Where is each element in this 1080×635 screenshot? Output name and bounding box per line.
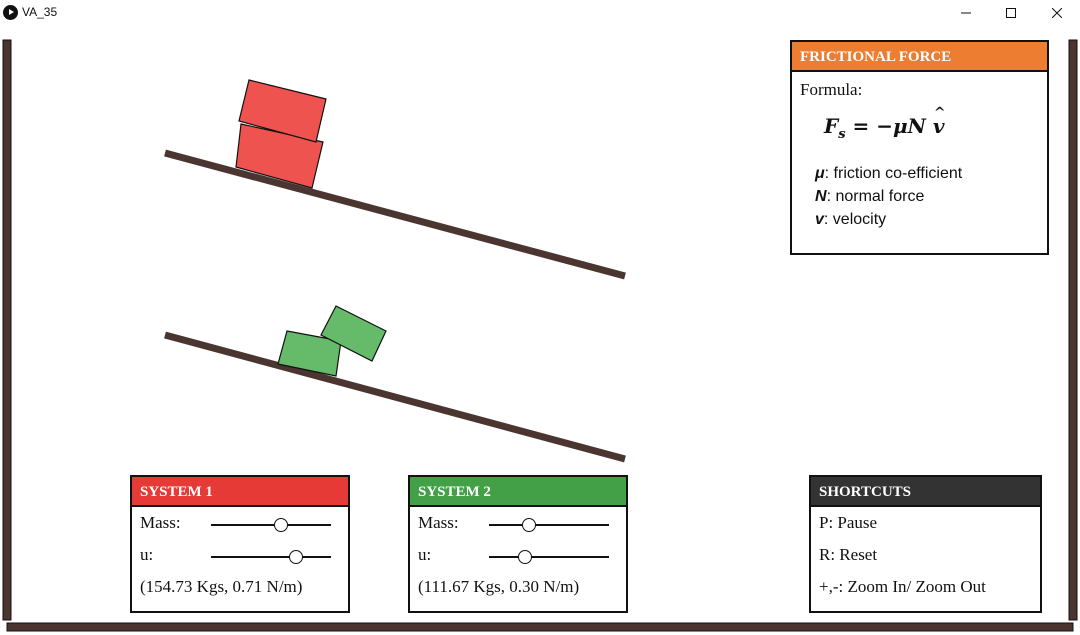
system1-mu-slider-knob[interactable] [289, 550, 304, 564]
friction-formula: Fs = −μN v^ [824, 105, 946, 142]
system1-mu-slider[interactable] [211, 550, 331, 564]
system1-title: SYSTEM 1 [132, 477, 348, 507]
system1-readout: (154.73 Kgs, 0.71 N/m) [140, 577, 303, 596]
legend-mu: μ: friction co-efficient [815, 165, 963, 182]
close-icon [1052, 8, 1062, 18]
shortcut-reset: R: Reset [819, 545, 878, 564]
minimize-icon [961, 12, 971, 14]
floor [6, 622, 1074, 632]
shortcuts-title: SHORTCUTS [811, 477, 1040, 507]
maximize-button[interactable] [988, 0, 1034, 26]
legend-v: v: velocity [815, 211, 887, 228]
system2-panel: SYSTEM 2 Mass: u: (111.67 Kgs, 0.30 N/m) [408, 475, 628, 613]
slider-track [489, 524, 609, 526]
slider-track [211, 556, 331, 558]
right-wall [1068, 39, 1078, 621]
system2-mu-slider-knob[interactable] [518, 550, 532, 564]
system2-mu-slider[interactable] [489, 550, 609, 564]
system1-mass-slider-knob[interactable] [273, 518, 288, 532]
system1-mass-label: Mass: [140, 513, 181, 532]
left-wall [2, 39, 12, 621]
system2-mu-label: u: [418, 545, 432, 564]
title-bar: VA_35 [0, 0, 1080, 26]
system2-block-upper[interactable] [320, 305, 387, 362]
system2-title: SYSTEM 2 [410, 477, 626, 507]
slider-track [489, 556, 609, 558]
system2-readout: (111.67 Kgs, 0.30 N/m) [418, 577, 580, 596]
window-title: VA_35 [22, 5, 58, 19]
shortcut-pause: P: Pause [819, 513, 878, 532]
system1-block-upper[interactable] [238, 79, 327, 143]
incline-system2 [164, 331, 626, 463]
maximize-icon [1006, 8, 1016, 18]
system1-panel: SYSTEM 1 Mass: u: (154.73 Kgs, 0.71 N/m) [130, 475, 350, 613]
minimize-button[interactable] [943, 0, 989, 26]
frictional-force-title: FRICTIONAL FORCE [792, 42, 1047, 72]
shortcuts-panel: SHORTCUTS P: Pause R: Reset +,-: Zoom In… [809, 475, 1042, 613]
legend-n: N: normal force [815, 188, 925, 205]
app-play-icon [3, 5, 18, 20]
formula-label: Formula: [800, 80, 863, 99]
system2-block-lower[interactable] [277, 330, 342, 377]
system2-mass-slider-knob[interactable] [521, 518, 536, 532]
system2-mass-slider[interactable] [489, 518, 609, 532]
slider-track [211, 524, 331, 526]
close-button[interactable] [1034, 0, 1080, 26]
system1-mu-label: u: [140, 545, 154, 564]
incline-system1 [164, 149, 626, 280]
system2-mass-label: Mass: [418, 513, 459, 532]
frictional-force-panel: FRICTIONAL FORCE Formula: Fs = −μN v^ μ:… [790, 40, 1049, 255]
system1-mass-slider[interactable] [211, 518, 331, 532]
shortcut-zoom: +,-: Zoom In/ Zoom Out [819, 577, 986, 596]
